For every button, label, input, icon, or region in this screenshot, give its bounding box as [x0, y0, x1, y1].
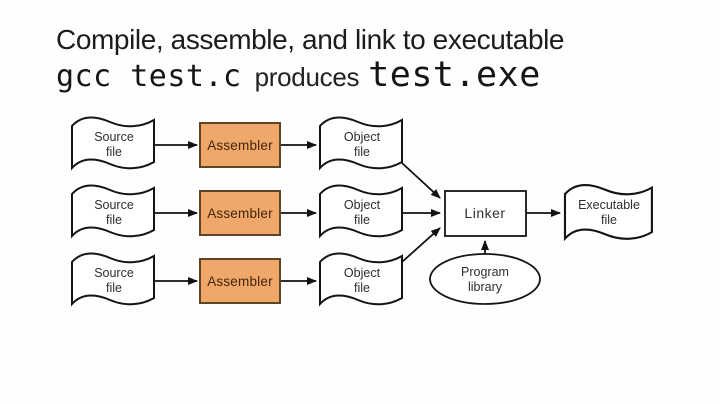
object-file-1-label-line2: file [354, 145, 370, 159]
program-library-ellipse [429, 253, 541, 305]
program-library-label-line1: Program [461, 265, 509, 279]
program-library-label-line2: library [468, 280, 503, 294]
assembler-1-box [199, 122, 281, 168]
source-file-3-label-line1: Source [94, 266, 134, 280]
arrow-object1-linker [401, 162, 441, 199]
command-text: gcc test.c [56, 59, 242, 94]
connector-text: produces [254, 62, 360, 92]
assembler-3-label: Assembler [207, 274, 273, 289]
assembler-1-label: Assembler [207, 138, 273, 153]
executable-file: Executable file [563, 183, 653, 240]
assembler-3-box [199, 258, 281, 304]
arrow-object3-linker [401, 227, 441, 263]
assembler-1: Assembler [199, 122, 281, 168]
object-file-1-label-line1: Object [344, 130, 381, 144]
program-library: Program library [429, 253, 541, 305]
object-file-2: Object file [319, 184, 403, 238]
assembler-2-box [199, 190, 281, 236]
source-file-3: Source file [71, 252, 155, 306]
linker-label: Linker [464, 205, 505, 221]
object-file-3-label-line1: Object [344, 266, 381, 280]
executable-file-label-line2: file [601, 213, 617, 227]
object-file-3-label-line2: file [354, 281, 370, 295]
flow-arrows [154, 141, 561, 285]
source-file-2: Source file [71, 184, 155, 238]
source-file-3-label-line2: file [106, 281, 122, 295]
slide-subtitle: gcc test.c produces test.exe [56, 55, 541, 95]
result-text: test.exe [368, 55, 541, 95]
object-file-3: Object file [319, 252, 403, 306]
linker-box [444, 190, 527, 237]
executable-file-label-line1: Executable [578, 198, 640, 212]
object-file-2-label-line1: Object [344, 198, 381, 212]
assembler-3: Assembler [199, 258, 281, 304]
source-file-2-label-line1: Source [94, 198, 134, 212]
object-file-1: Object file [319, 116, 403, 170]
source-file-1-label-line1: Source [94, 130, 134, 144]
source-file-1-label-line2: file [106, 145, 122, 159]
linker: Linker [444, 190, 527, 237]
assembler-2: Assembler [199, 190, 281, 236]
slide-title: Compile, assemble, and link to executabl… [56, 24, 565, 55]
source-file-2-label-line2: file [106, 213, 122, 227]
object-file-2-label-line2: file [354, 213, 370, 227]
source-file-1: Source file [71, 116, 155, 170]
assembler-2-label: Assembler [207, 206, 273, 221]
